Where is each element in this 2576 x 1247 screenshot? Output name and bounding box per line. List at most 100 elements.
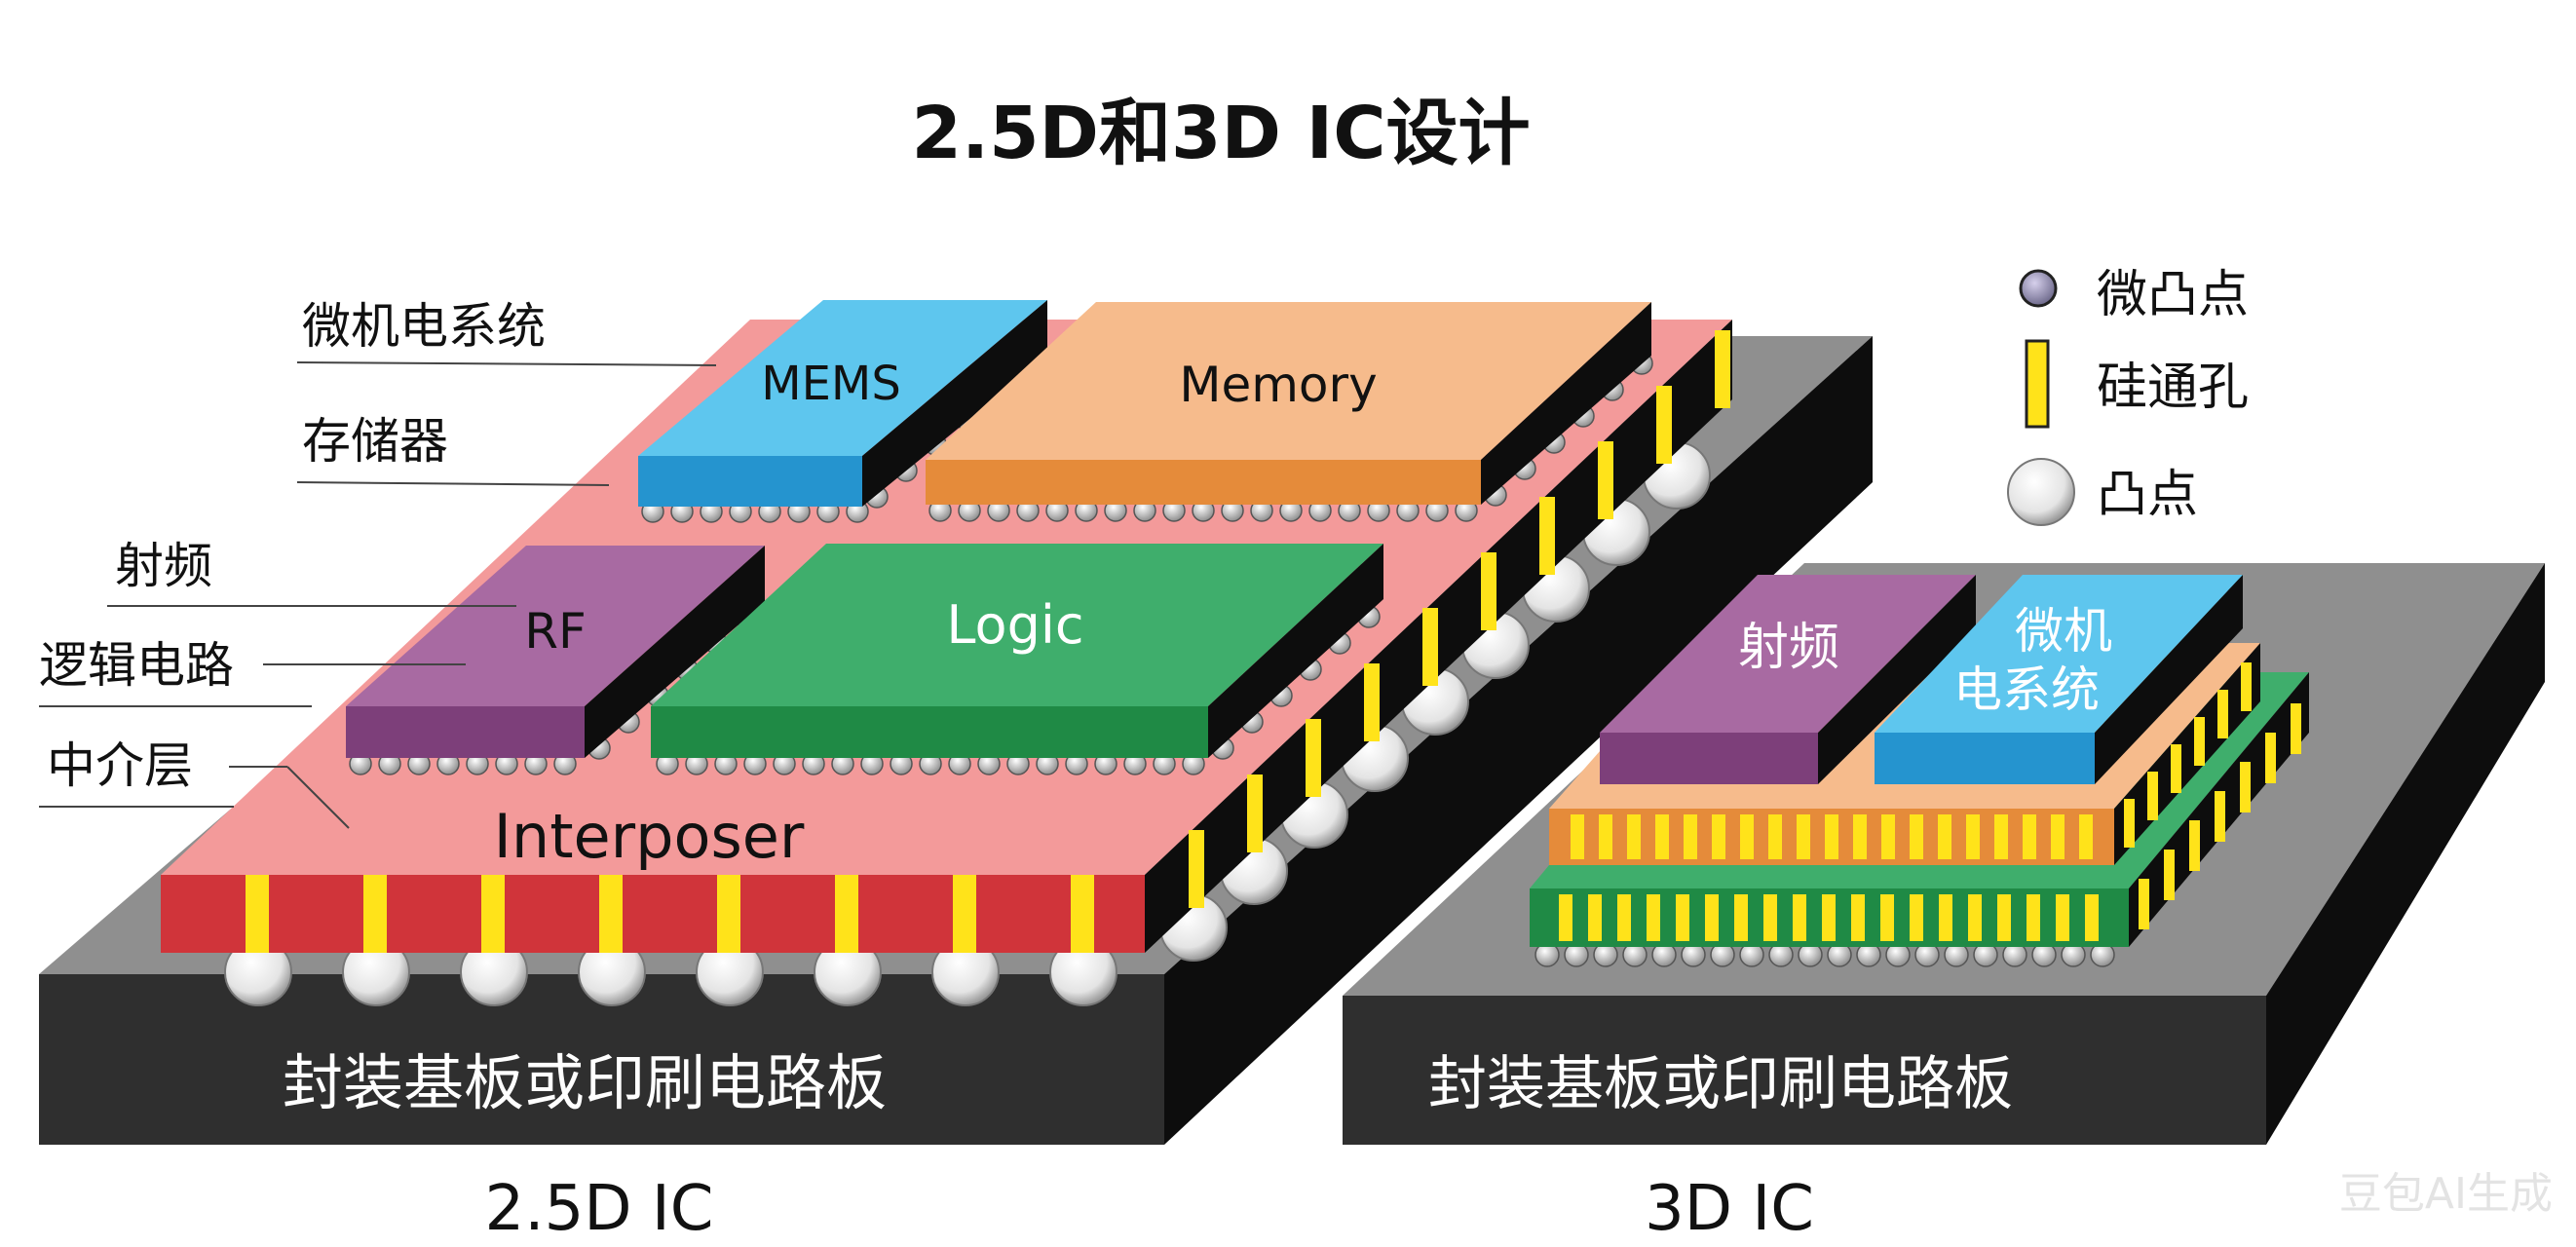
tsv [1938, 814, 1951, 859]
chip-memory-side [1481, 302, 1651, 505]
callouts-2-5d [39, 361, 717, 829]
tsv [599, 875, 623, 953]
chip-3d-mems [1875, 575, 2243, 784]
tsv [2291, 703, 2301, 754]
tsv [2189, 820, 2200, 871]
chip-logic-side [1208, 544, 1383, 758]
callout-logic: 逻辑电路 [39, 637, 234, 694]
legend-tsv-label: 硅通孔 [2097, 359, 2249, 417]
tsv-row-green-die [1559, 894, 2099, 941]
chip-3d-mems-label-2: 电系统 [1953, 661, 2100, 718]
chip-3d-mems-side [2095, 575, 2243, 784]
tsv [1598, 441, 1613, 519]
tsv [1247, 775, 1263, 852]
tsv [1763, 894, 1777, 941]
tsv [1647, 894, 1660, 941]
tsv [1705, 894, 1719, 941]
tsv [1617, 894, 1631, 941]
chip-3d-rf-top [1600, 575, 1976, 733]
chip-logic-label: Logic [946, 594, 1083, 656]
callout-rf: 射频 [115, 538, 212, 594]
legend [2007, 269, 2075, 526]
chip-logic-front [651, 706, 1208, 758]
tsv [2215, 791, 2225, 842]
caption-2-5d: 2.5D IC [485, 1173, 714, 1245]
legend-microbump-icon [2019, 269, 2058, 308]
tsv [2171, 744, 2181, 793]
tsv [363, 875, 387, 953]
tsv [1539, 497, 1555, 575]
chip-rf [346, 546, 765, 758]
watermark: 豆包AI生成 [2339, 1169, 2553, 1219]
tsv [1851, 894, 1865, 941]
tsv [2027, 894, 2040, 941]
tsv [1939, 894, 1952, 941]
tsv [1306, 719, 1321, 797]
callout-mems: 微机电系统 [302, 298, 546, 355]
substrate-3d-front [1343, 996, 2266, 1145]
substrate-3d-label: 封装基板或印刷电路板 [1428, 1050, 2013, 1118]
tsv [1910, 894, 1923, 941]
tsv [1968, 894, 1982, 941]
tsv [2085, 894, 2099, 941]
tsv [1793, 894, 1806, 941]
tsv [1997, 894, 2011, 941]
tsv [2217, 690, 2228, 738]
chip-mems-top [638, 300, 1047, 456]
chip-3d-rf-label: 射频 [1738, 619, 1839, 677]
caption-3d: 3D IC [1645, 1173, 1814, 1245]
tsv [1740, 814, 1754, 859]
tsv [1071, 875, 1094, 953]
interposer-right-side [1145, 320, 1732, 953]
chip-rf-top [346, 546, 765, 706]
chip-rf-front [346, 706, 585, 758]
tsv [717, 875, 740, 953]
tsv [2139, 879, 2149, 929]
tsv [1822, 894, 1836, 941]
tsv [1715, 330, 1730, 408]
tsv [2265, 733, 2276, 783]
tsv [2051, 814, 2065, 859]
tsv [1712, 814, 1725, 859]
chip-mems-front [638, 456, 862, 507]
tsv [2240, 762, 2251, 812]
tsv [1588, 894, 1602, 941]
chip-mems-label: MEMS [761, 357, 901, 411]
tsv [2056, 894, 2069, 941]
tsv [1734, 894, 1748, 941]
tsv [2079, 814, 2093, 859]
tsv [1422, 608, 1438, 686]
tsv [1684, 814, 1697, 859]
interposer-label: Interposer [494, 801, 805, 872]
tsv [953, 875, 976, 953]
legend-bump-icon [2007, 458, 2075, 526]
tsv-row-orange-diagonal [2124, 662, 2252, 848]
tsv [2194, 717, 2205, 766]
legend-microbump-label: 微凸点 [2097, 266, 2249, 324]
tsv [1994, 814, 2008, 859]
tsv-row-green-diagonal [2139, 703, 2301, 929]
tsv [835, 875, 858, 953]
tsv [1571, 814, 1584, 859]
tsv [1910, 814, 1923, 859]
chip-3d-rf-side [1818, 575, 1976, 784]
chip-rf-label: RF [524, 603, 587, 660]
callout-memory: 存储器 [302, 413, 448, 470]
tsv [1853, 814, 1867, 859]
tsv [1364, 663, 1380, 741]
tsv [1481, 552, 1496, 630]
substrate-2-5d-right-side [1164, 336, 1873, 1145]
legend-bump-label: 凸点 [2097, 466, 2198, 524]
chip-3d-rf-front [1600, 733, 1818, 784]
tsv [1559, 894, 1572, 941]
callout-line-mems [296, 361, 717, 366]
tsv [1676, 894, 1689, 941]
chip-logic [651, 544, 1383, 758]
tsv [1656, 386, 1672, 464]
callout-interposer: 中介层 [47, 737, 193, 794]
chip-rf-side [585, 546, 765, 758]
chip-memory [926, 302, 1651, 505]
tsv-row-orange-die [1571, 814, 2093, 859]
chip-mems-side [862, 300, 1047, 507]
